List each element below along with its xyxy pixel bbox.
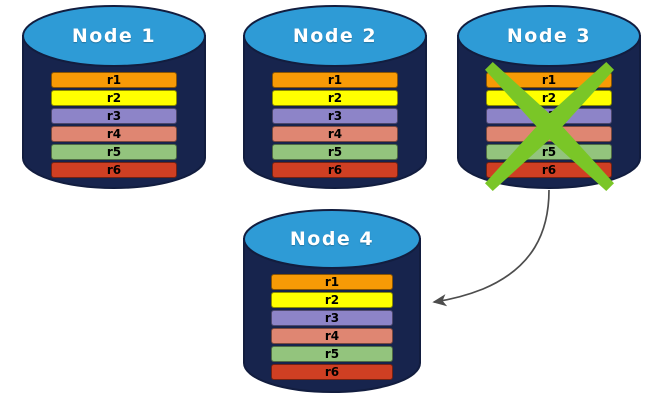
- node-3-rows: r1 r2 r3 r4 r5 r6: [457, 72, 641, 178]
- row-bar[interactable]: r4: [486, 126, 612, 142]
- row-bar[interactable]: r6: [272, 162, 398, 178]
- row-bar[interactable]: r2: [272, 90, 398, 106]
- row-label: r3: [106, 109, 122, 123]
- row-bar[interactable]: r5: [51, 144, 177, 160]
- row-bar[interactable]: r2: [271, 292, 393, 308]
- cylinder-top: [457, 5, 641, 67]
- row-label: r2: [106, 91, 122, 105]
- row-label: r1: [106, 73, 122, 87]
- row-bar[interactable]: r2: [486, 90, 612, 106]
- row-label: r1: [327, 73, 343, 87]
- row-label: r1: [541, 73, 557, 87]
- row-bar[interactable]: r4: [272, 126, 398, 142]
- row-bar[interactable]: r6: [271, 364, 393, 380]
- row-bar[interactable]: r3: [51, 108, 177, 124]
- row-label: r6: [106, 163, 122, 177]
- row-bar[interactable]: r1: [271, 274, 393, 290]
- row-bar[interactable]: r4: [51, 126, 177, 142]
- row-bar[interactable]: r2: [51, 90, 177, 106]
- row-bar[interactable]: r6: [486, 162, 612, 178]
- row-bar[interactable]: r6: [51, 162, 177, 178]
- row-label: r6: [327, 163, 343, 177]
- node-2-rows: r1 r2 r3 r4 r5 r6: [243, 72, 427, 178]
- row-label: r3: [324, 311, 340, 325]
- row-label: r6: [541, 163, 557, 177]
- row-label: r5: [327, 145, 343, 159]
- row-label: r2: [327, 91, 343, 105]
- row-label: r3: [327, 109, 343, 123]
- row-bar[interactable]: r1: [272, 72, 398, 88]
- row-label: r5: [106, 145, 122, 159]
- row-label: r4: [541, 127, 557, 141]
- row-bar[interactable]: r5: [272, 144, 398, 160]
- row-label: r5: [324, 347, 340, 361]
- cylinder-top: [243, 5, 427, 67]
- cylinder-top: [243, 209, 421, 269]
- row-label: r3: [541, 109, 557, 123]
- row-label: r4: [106, 127, 122, 141]
- row-label: r4: [327, 127, 343, 141]
- row-label: r4: [324, 329, 340, 343]
- row-bar[interactable]: r3: [486, 108, 612, 124]
- node-4-rows: r1 r2 r3 r4 r5 r6: [243, 274, 421, 380]
- row-bar[interactable]: r3: [271, 310, 393, 326]
- row-label: r2: [541, 91, 557, 105]
- row-bar[interactable]: r1: [486, 72, 612, 88]
- row-bar[interactable]: r1: [51, 72, 177, 88]
- row-label: r1: [324, 275, 340, 289]
- row-label: r5: [541, 145, 557, 159]
- row-bar[interactable]: r5: [271, 346, 393, 362]
- row-label: r2: [324, 293, 340, 307]
- node-1-rows: r1 r2 r3 r4 r5 r6: [22, 72, 206, 178]
- row-bar[interactable]: r5: [486, 144, 612, 160]
- row-bar[interactable]: r4: [271, 328, 393, 344]
- cylinder-top: [22, 5, 206, 67]
- row-bar[interactable]: r3: [272, 108, 398, 124]
- row-label: r6: [324, 365, 340, 379]
